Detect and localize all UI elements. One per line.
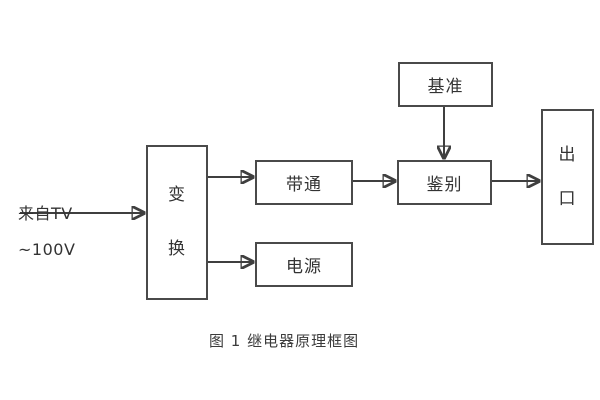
block-bandpass[interactable]: 带通 — [255, 160, 353, 205]
block-reference-label: 基准 — [427, 77, 464, 97]
block-discriminate-label: 鉴别 — [426, 175, 463, 195]
block-output[interactable]: 出 口 — [541, 109, 594, 245]
input-label-line2: ~100V — [18, 240, 76, 259]
block-convert-char1: 变 — [168, 185, 186, 206]
block-reference[interactable]: 基准 — [398, 62, 493, 107]
figure-caption: 图 1 继电器原理框图 — [209, 332, 360, 350]
block-output-char1: 出 — [558, 144, 577, 165]
block-discriminate[interactable]: 鉴别 — [397, 160, 492, 205]
block-convert-char2: 换 — [168, 238, 186, 259]
block-power-label: 电源 — [286, 257, 322, 277]
input-label-line1: 来自TV — [18, 204, 73, 223]
block-output-char2: 口 — [558, 188, 577, 209]
block-power[interactable]: 电源 — [255, 242, 353, 287]
block-bandpass-label: 带通 — [286, 175, 322, 195]
block-convert[interactable]: 变 换 — [146, 145, 208, 300]
